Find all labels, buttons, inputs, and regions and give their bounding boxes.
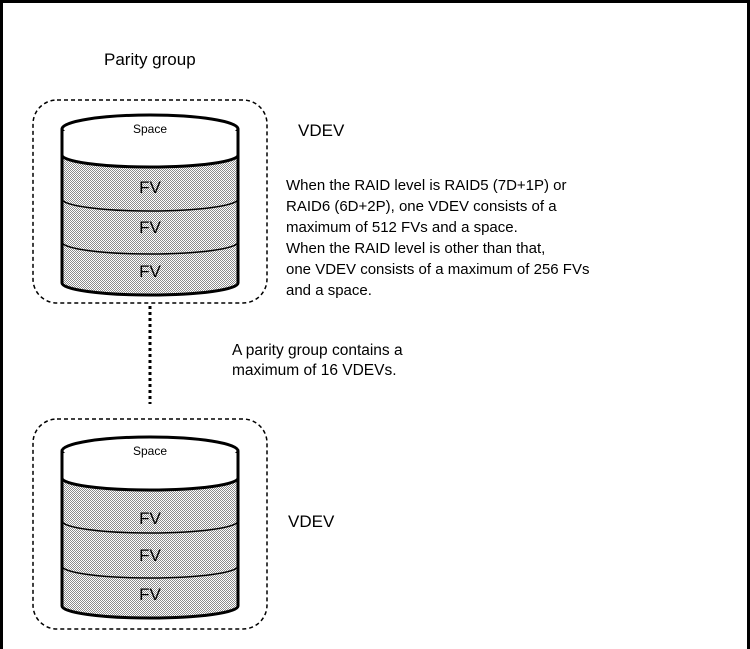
vdev-top-fv-label: FV (139, 262, 161, 281)
vdev-bottom-space-label: Space (133, 444, 167, 458)
description-line: When the RAID level is other than that, (286, 240, 546, 257)
description-line: and a space. (286, 282, 372, 299)
vdev-bottom-divider (61, 520, 239, 534)
vdev-top-space-label: Space (133, 122, 167, 136)
vdev-top-dashed-border (32, 99, 268, 304)
description-line: When the RAID level is RAID5 (7D+1P) or (286, 177, 567, 194)
vdev-top-divider (61, 198, 239, 212)
vdev-top-label: VDEV (298, 121, 345, 140)
vdev-bottom-space-bottom (60, 453, 240, 492)
vdev-bottom-divider (61, 565, 239, 579)
vdev-top-fv-label: FV (139, 178, 161, 197)
vdev-bottom-fv-label: FV (139, 585, 161, 604)
note-line: maximum of 16 VDEVs. (232, 362, 397, 379)
vdev-bottom-dashed-border (32, 418, 268, 630)
vdev-top-space-bottom (60, 131, 240, 169)
vdev-bottom-label: VDEV (288, 512, 335, 531)
description-line: maximum of 512 FVs and a space. (286, 219, 518, 236)
parity-group-note: A parity group contains a maximum of 16 … (232, 341, 492, 381)
vdev-top-divider (61, 241, 239, 255)
vdev-top-group: Space FV FV FV (32, 99, 268, 304)
vdev-top-fv-label: FV (139, 218, 161, 237)
vdev-bottom-group: Space FV FV FV (32, 418, 268, 630)
vdev-top-cylinder-body (60, 129, 240, 297)
description-line: one VDEV consists of a maximum of 256 FV… (286, 261, 590, 278)
parity-group-title: Parity group (104, 50, 196, 69)
description-line: RAID6 (6D+2P), one VDEV consists of a (286, 198, 557, 215)
vdev-description: When the RAID level is RAID5 (7D+1P) or … (286, 175, 726, 301)
vdev-bottom-fv-label: FV (139, 546, 161, 565)
note-line: A parity group contains a (232, 342, 403, 359)
vdev-bottom-fv-label: FV (139, 509, 161, 528)
